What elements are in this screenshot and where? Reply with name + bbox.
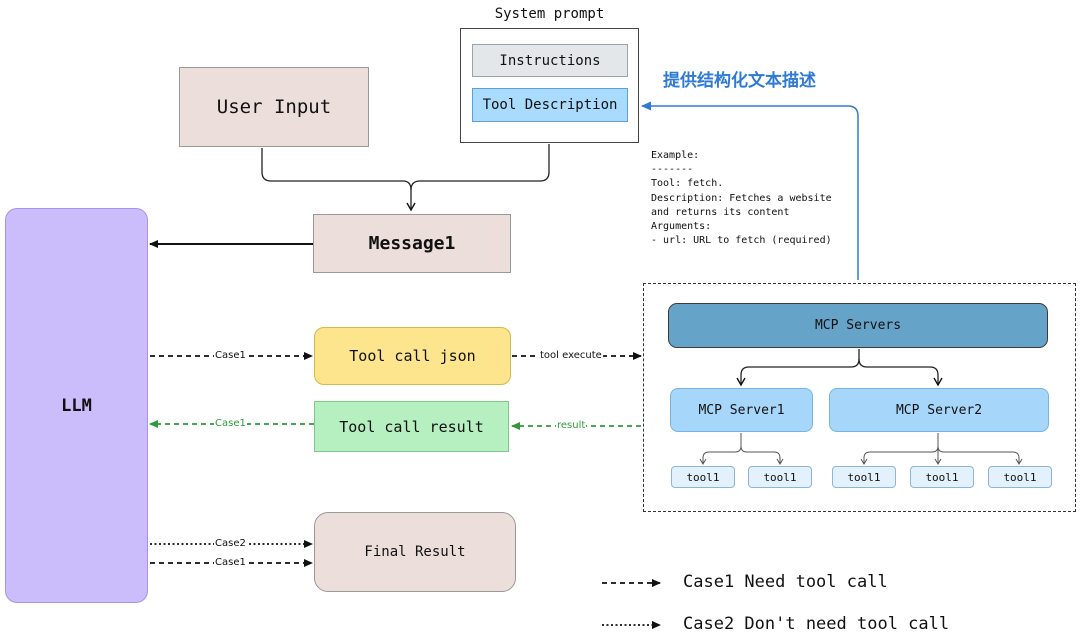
edge-mcp-to-server1: [736, 349, 860, 387]
edge-user-input-to-message: [261, 148, 416, 212]
edge-label-case1: Case1: [214, 350, 247, 362]
tool-node: tool1: [748, 466, 812, 488]
mcp-server2-node: MCP Server2: [829, 388, 1049, 432]
user-input-node: User Input: [179, 67, 369, 147]
mcp-server1-node: MCP Server1: [670, 388, 813, 432]
tool-example-text: Example: ------- Tool: fetch. Descriptio…: [651, 149, 832, 248]
edge-label-result: result: [556, 420, 587, 432]
tool-call-json-node: Tool call json: [314, 327, 511, 385]
structured-description-annotation: 提供结构化文本描述: [663, 71, 816, 91]
mcp-servers-node: MCP Servers: [668, 303, 1048, 348]
legend-case1: Case1 Need tool call: [683, 572, 888, 592]
example-line: Description: Fetches a website: [651, 192, 832, 204]
final-result-node: Final Result: [314, 512, 516, 592]
mcp-group-boundary: [643, 283, 1076, 512]
message1-node: Message1: [313, 214, 511, 273]
tool-call-result-node: Tool call result: [314, 401, 509, 452]
edge-mcp-to-server2: [858, 358, 943, 387]
edge-label-case2: Case2: [214, 538, 247, 550]
edge-server2-to-tool-c: [937, 445, 1023, 465]
edge-server1-to-tool-b: [740, 445, 784, 465]
edge-mcp-to-tool-description: [641, 101, 859, 280]
tool-node: tool1: [671, 466, 735, 488]
llm-node: LLM: [5, 208, 148, 603]
example-line: and returns its content: [651, 206, 790, 218]
edge-label-case1-final: Case1: [214, 557, 247, 569]
tool-node: tool1: [832, 466, 896, 488]
system-prompt-title: System prompt: [494, 6, 605, 22]
instructions-box: Instructions: [472, 44, 628, 77]
example-line: - url: URL to fetch (required): [651, 235, 832, 247]
edge-system-prompt-to-message: [410, 144, 550, 191]
example-line: Example:: [651, 150, 700, 161]
legend-case2: Case2 Don't need tool call: [683, 614, 950, 634]
edge-label-tool-execute: tool execute: [539, 350, 603, 362]
tool-node: tool1: [988, 466, 1052, 488]
edge-server1-to-tool-a: [699, 433, 742, 465]
tool-node: tool1: [910, 466, 974, 488]
tool-description-box: Tool Description: [472, 88, 628, 122]
example-line: Tool: fetch.: [651, 178, 724, 190]
example-line: -------: [651, 164, 694, 176]
example-line: Arguments:: [651, 221, 712, 233]
edge-label-case1-result: Case1: [214, 418, 247, 430]
